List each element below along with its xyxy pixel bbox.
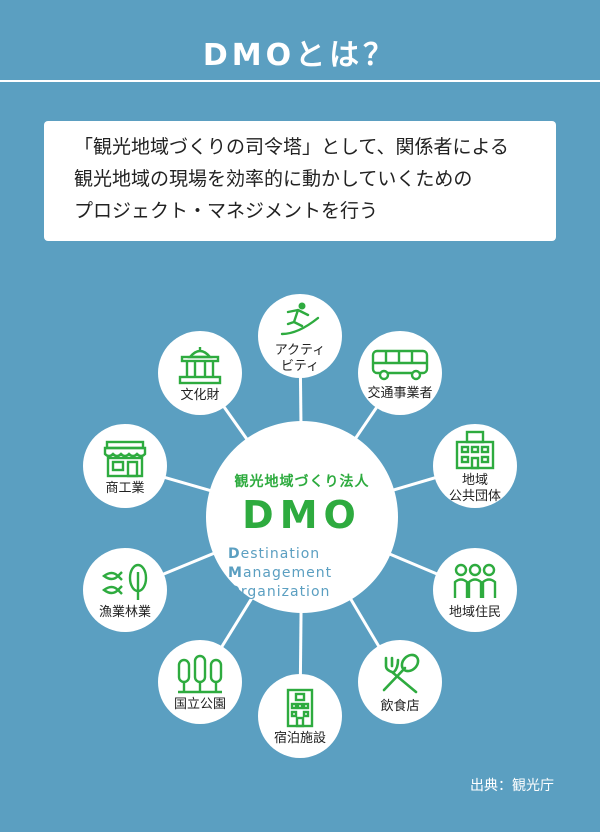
english-rest: estination xyxy=(240,546,321,562)
shop-icon xyxy=(101,438,149,478)
description-box: 「観光地域づくりの司令塔」として、関係者による 観光地域の現場を効率的に動かして… xyxy=(44,121,556,241)
english-word: Destination xyxy=(228,545,398,564)
trees-icon xyxy=(176,654,224,694)
node-accommodation: 宿泊施設 xyxy=(258,674,342,758)
dmo-name: DMO xyxy=(242,493,362,537)
node-label: 商工業 xyxy=(105,480,145,496)
building-icon xyxy=(453,430,497,470)
node-label: 交通事業者 xyxy=(367,385,433,401)
museum-icon xyxy=(176,345,224,385)
dmo-english-name: Destination Management Organization xyxy=(228,545,398,602)
hotel-icon xyxy=(282,688,318,728)
english-rest: anagement xyxy=(242,565,333,581)
node-local-government: 地域公共団体 xyxy=(433,424,517,508)
node-label: 国立公園 xyxy=(173,696,226,712)
english-word: Organization xyxy=(228,583,398,602)
bus-icon xyxy=(370,347,430,383)
node-label: 宿泊施設 xyxy=(273,730,326,746)
node-cultural-assets: 文化財 xyxy=(158,331,242,415)
node-restaurants: 飲食店 xyxy=(358,640,442,724)
description-line: プロジェクト・マネジメントを行う xyxy=(74,200,379,222)
english-word: Management xyxy=(228,564,398,583)
node-residents: 地域住民 xyxy=(433,548,517,632)
node-transport: 交通事業者 xyxy=(358,331,442,415)
node-label: 漁業林業 xyxy=(98,604,151,620)
snowboard-icon xyxy=(278,300,322,340)
node-label: 地域公共団体 xyxy=(448,472,501,504)
fork-spoon-icon xyxy=(378,652,422,696)
node-label: 飲食店 xyxy=(380,698,420,714)
description-line: 観光地域の現場を効率的に動かしていくための xyxy=(74,168,473,190)
dmo-subtitle: 観光地域づくり法人 xyxy=(234,474,370,490)
node-fishery-forestry: 漁業林業 xyxy=(83,548,167,632)
fish-tree-icon xyxy=(100,562,150,602)
english-initial: D xyxy=(228,546,241,562)
dmo-center-circle: 観光地域づくり法人 DMO Destination Management Org… xyxy=(206,421,398,613)
node-label: アクティビティ xyxy=(274,342,326,374)
source-credit: 出典：観光庁 xyxy=(470,778,554,794)
english-rest: rganization xyxy=(240,584,331,600)
node-label: 文化財 xyxy=(180,387,220,403)
english-initial: O xyxy=(228,584,241,600)
title-divider xyxy=(0,80,600,82)
node-activity: アクティビティ xyxy=(258,294,342,378)
description-line: 「観光地域づくりの司令塔」として、関係者による xyxy=(74,136,509,158)
node-label: 地域住民 xyxy=(448,604,501,620)
people-icon xyxy=(451,562,499,602)
node-national-park: 国立公園 xyxy=(158,640,242,724)
page-title: DMOとは？ xyxy=(202,38,398,73)
english-initial: M xyxy=(228,565,243,581)
node-commerce: 商工業 xyxy=(83,424,167,508)
